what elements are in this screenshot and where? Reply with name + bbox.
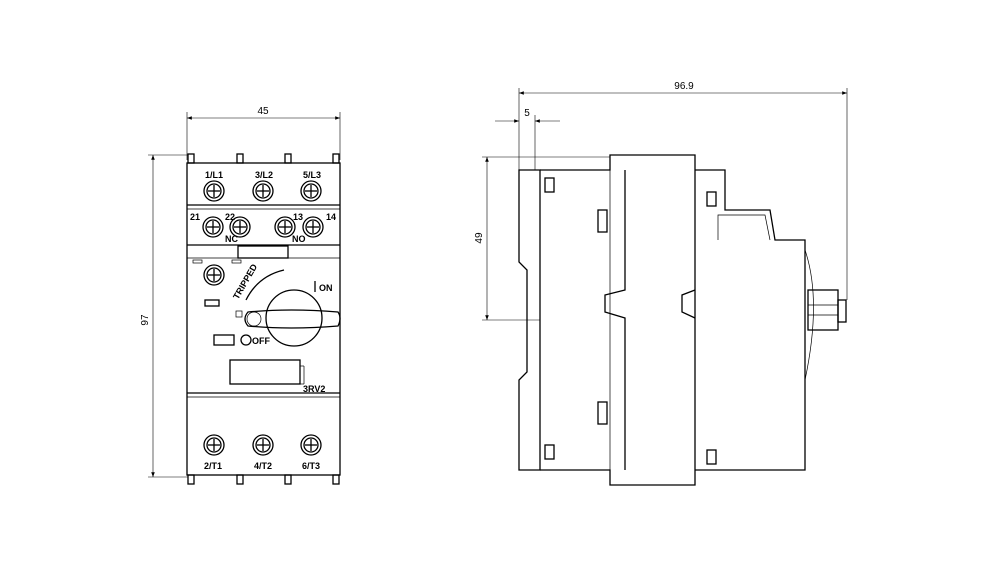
terminal-label: 5/L3 (303, 170, 321, 180)
tripped-label: TRIPPED (231, 262, 259, 301)
aux-terminal-label: 22 (225, 212, 235, 222)
offset-value: 5 (524, 108, 530, 119)
knob-side (807, 289, 839, 331)
dimension-width: 45 (186, 106, 341, 160)
terminal-label: 1/L1 (205, 170, 223, 180)
mount-height-value: 49 (474, 232, 485, 244)
dimension-depth: 96.9 (518, 81, 848, 300)
off-label: OFF (252, 336, 270, 346)
height-value: 97 (140, 314, 151, 326)
terminal-screw-icon (300, 180, 322, 202)
terminal-label: 3/L2 (255, 170, 273, 180)
dimension-offset: 5 (495, 108, 560, 170)
knob-handle[interactable] (244, 309, 341, 329)
rotary-knob[interactable] (265, 289, 323, 347)
terminal-label: 2/T1 (204, 461, 222, 471)
aux-type-label: NO (292, 234, 306, 244)
on-label: ON (319, 283, 333, 293)
side-view (518, 154, 847, 486)
width-value: 45 (257, 106, 269, 117)
aux-terminal-label: 14 (326, 212, 336, 222)
dimension-height: 97 (140, 154, 188, 478)
model-label: 3RV2 (303, 384, 325, 394)
brand-plate (237, 245, 289, 259)
dimension-mount-height: 49 (474, 156, 610, 321)
terminal-label: 6/T3 (302, 461, 320, 471)
terminal-screw-icon (203, 180, 225, 202)
aux-type-label: NC (225, 234, 238, 244)
depth-value: 96.9 (674, 81, 694, 92)
terminal-label: 4/T2 (254, 461, 272, 471)
label-window (229, 359, 301, 385)
adjust-screw-icon (203, 264, 225, 286)
device-body (186, 162, 341, 476)
aux-terminal-label: 21 (190, 212, 200, 222)
brand-label: SIEMENS (243, 247, 284, 257)
front-view: 1/L1 3/L2 5/L3 21 22 13 14 NC NO SIEMENS… (186, 153, 341, 485)
terminal-screw-icon (252, 180, 274, 202)
aux-terminal-label: 13 (293, 212, 303, 222)
